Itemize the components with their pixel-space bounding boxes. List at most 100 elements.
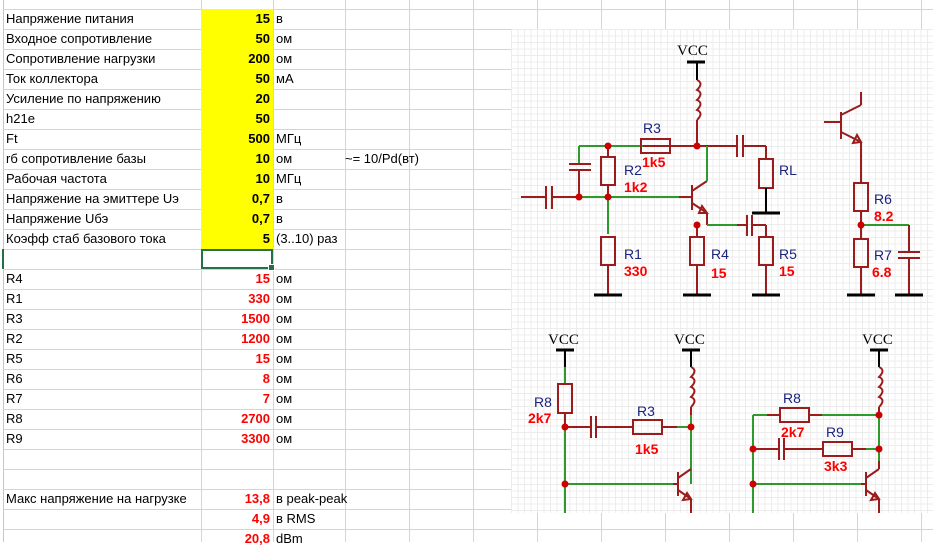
row-label[interactable]: R2 xyxy=(6,331,23,346)
unit-cell[interactable]: ом xyxy=(276,351,293,366)
unit-cell[interactable]: в xyxy=(276,191,283,206)
r2-value: 1k2 xyxy=(624,179,648,195)
row-label[interactable]: Напряжение на эмиттере Uэ xyxy=(6,191,179,206)
resistor-r7 xyxy=(853,238,869,268)
resistor-r6 xyxy=(853,182,869,212)
circuit-diagram-image[interactable]: VCC R3 1k5 RL xyxy=(511,29,933,513)
row-label[interactable]: Усиление по напряжению xyxy=(6,91,161,106)
vcc-label: VCC xyxy=(862,332,893,348)
input-value-cell[interactable]: 0,7 xyxy=(201,209,273,229)
unit-cell[interactable]: ом xyxy=(276,51,293,66)
vcc-label: VCC xyxy=(677,43,708,59)
unit-cell[interactable]: в peak-peak xyxy=(276,491,348,506)
note-cell[interactable]: ~= 10/Pd(вт) xyxy=(345,151,420,166)
computed-value-cell[interactable]: 20,8 xyxy=(244,531,270,546)
computed-value-cell[interactable]: 330 xyxy=(248,291,270,306)
fill-handle[interactable] xyxy=(268,264,275,271)
row-label[interactable]: Напряжение Uбэ xyxy=(6,211,109,226)
input-value-cell[interactable]: 5 xyxy=(201,229,273,249)
input-value-cell[interactable]: 20 xyxy=(201,89,273,109)
input-value-cell[interactable]: 10 xyxy=(201,149,273,169)
row-gridline xyxy=(3,529,933,530)
row-label[interactable]: R8 xyxy=(6,411,23,426)
selected-row-indicator xyxy=(2,249,4,269)
sheet-row: R2 1200 ом xyxy=(0,329,933,349)
input-value-cell[interactable]: 10 xyxy=(201,169,273,189)
unit-cell[interactable]: (3..10) раз xyxy=(276,231,338,246)
unit-cell[interactable]: ом xyxy=(276,151,293,166)
row-label[interactable]: Ft xyxy=(6,131,18,146)
sheet-row: Усиление по напряжению 20 xyxy=(0,89,933,109)
row-gridline xyxy=(3,49,933,50)
unit-cell[interactable]: ом xyxy=(276,331,293,346)
row-label[interactable]: Напряжение питания xyxy=(6,11,134,26)
computed-value-cell[interactable]: 1200 xyxy=(241,331,270,346)
unit-cell[interactable]: ом xyxy=(276,391,293,406)
selected-cell[interactable] xyxy=(201,249,275,271)
unit-cell[interactable]: в xyxy=(276,211,283,226)
row-label[interactable]: R6 xyxy=(6,371,23,386)
computed-value-cell[interactable]: 2700 xyxy=(241,411,270,426)
sheet-row: R8 2700 ом xyxy=(0,409,933,429)
computed-value-cell[interactable]: 13,8 xyxy=(244,491,270,506)
computed-value-cell[interactable]: 4,9 xyxy=(251,511,270,526)
row-gridline xyxy=(3,309,933,310)
unit-cell[interactable]: МГц xyxy=(276,171,302,186)
row-label[interactable]: R1 xyxy=(6,291,23,306)
row-gridline xyxy=(3,409,933,410)
input-value-cell[interactable]: 15 xyxy=(201,9,273,29)
row-label[interactable]: Входное сопротивление xyxy=(6,31,153,46)
unit-cell[interactable]: dBm xyxy=(276,531,303,546)
row-gridline xyxy=(3,69,933,70)
row-label[interactable]: rб сопротивление базы xyxy=(6,151,146,166)
unit-cell[interactable]: ом xyxy=(276,371,293,386)
unit-cell[interactable]: ом xyxy=(276,411,293,426)
computed-value-cell[interactable]: 15 xyxy=(255,271,270,286)
resistor-rl xyxy=(758,158,774,189)
row-gridline xyxy=(3,89,933,90)
row-gridline xyxy=(3,329,933,330)
computed-value-cell[interactable]: 7 xyxy=(262,391,270,406)
row-label[interactable]: Ток коллектора xyxy=(6,71,98,86)
input-value-cell[interactable]: 50 xyxy=(201,109,273,129)
column-gridline xyxy=(201,0,202,542)
unit-cell[interactable]: МГц xyxy=(276,131,302,146)
unit-cell[interactable]: ом xyxy=(276,431,293,446)
unit-cell[interactable]: ом xyxy=(276,271,293,286)
input-value-cell[interactable]: 0,7 xyxy=(201,189,273,209)
row-label[interactable]: Сопротивление нагрузки xyxy=(6,51,156,66)
r5-name: R5 xyxy=(779,246,797,262)
unit-cell[interactable]: в xyxy=(276,11,283,26)
row-label[interactable]: h21e xyxy=(6,111,35,126)
row-label[interactable]: Рабочая частота xyxy=(6,171,107,186)
unit-cell[interactable]: мА xyxy=(276,71,294,86)
unit-cell[interactable]: ом xyxy=(276,311,293,326)
row-label[interactable]: R4 xyxy=(6,271,23,286)
row-label[interactable]: Макс напряжение на нагрузке xyxy=(6,491,187,506)
input-value-cell[interactable]: 50 xyxy=(201,29,273,49)
junction-dot xyxy=(875,445,883,453)
row-label[interactable]: R3 xyxy=(6,311,23,326)
input-value-cell[interactable]: 500 xyxy=(201,129,273,149)
row-label[interactable]: Коэфф стаб базового тока xyxy=(6,231,166,246)
unit-cell[interactable]: ом xyxy=(276,291,293,306)
row-label[interactable]: R9 xyxy=(6,431,23,446)
row-label[interactable]: R5 xyxy=(6,351,23,366)
computed-value-cell[interactable]: 8 xyxy=(262,371,270,386)
unit-cell[interactable]: ом xyxy=(276,31,293,46)
circuit-schematic: VCC R3 1k5 RL xyxy=(521,43,923,513)
computed-value-cell[interactable]: 15 xyxy=(255,351,270,366)
unit-cell[interactable]: в RMS xyxy=(276,511,316,526)
sheet-row: R6 8 ом xyxy=(0,369,933,389)
junction-dot xyxy=(604,142,612,150)
computed-value-cell[interactable]: 3300 xyxy=(241,431,270,446)
junction-dot xyxy=(749,480,757,488)
vcc-label: VCC xyxy=(674,332,705,348)
row-gridline xyxy=(3,169,933,170)
sheet-row: h21e 50 xyxy=(0,109,933,129)
row-label[interactable]: R7 xyxy=(6,391,23,406)
computed-value-cell[interactable]: 1500 xyxy=(241,311,270,326)
input-value-cell[interactable]: 50 xyxy=(201,69,273,89)
input-value-cell[interactable]: 200 xyxy=(201,49,273,69)
